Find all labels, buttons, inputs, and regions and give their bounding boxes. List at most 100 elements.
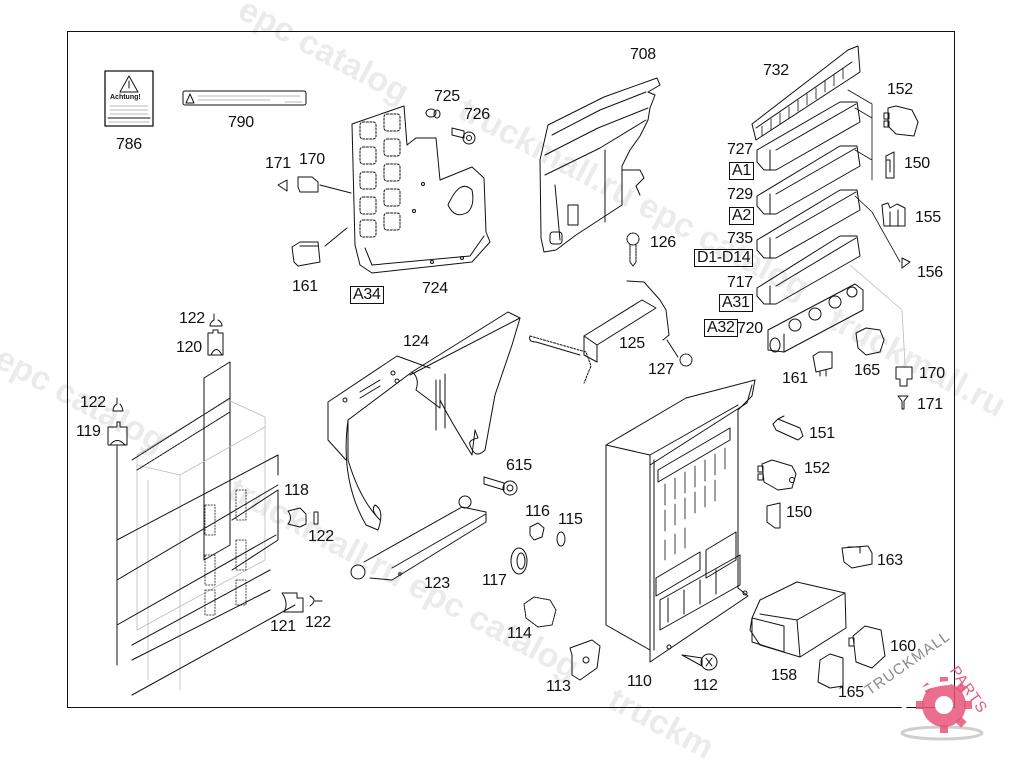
label-sticker-790 [182,90,307,106]
bracket-124 [327,311,521,531]
part-label: 125 [619,335,645,352]
part-label: 171 [265,155,291,172]
connector-170-b [895,366,913,387]
leader-lines-right [847,89,906,366]
position-code: A1 [729,162,754,180]
part-label: 727 [727,141,753,158]
screw-725 [425,108,441,119]
part-label: 158 [771,667,797,684]
part-label: 724 [422,280,448,297]
part-label: 725 [434,88,460,105]
part-label: 127 [648,361,674,378]
fuse-150-b [766,502,781,529]
part-label: 165 [838,684,864,701]
part-label: 121 [270,618,296,635]
diagram-frame [67,31,955,708]
position-code: D1-D14 [694,249,754,267]
warning-sticker-786 [104,70,154,127]
part-label: 729 [727,186,753,203]
part-label: 122 [179,310,205,327]
part-label: 170 [919,365,945,382]
bracket-724 [319,105,491,274]
part-label: 786 [116,136,142,153]
position-code: A31 [719,294,753,312]
truckmall-logo: TRUCKMALL PARTS [862,628,1024,750]
part-label: 161 [782,370,808,387]
part-label: 122 [80,394,106,411]
module-158 [749,581,847,658]
part-label: 163 [877,552,903,569]
relay-165-a [855,327,885,356]
housing-708 [539,77,661,253]
connector-strip-729 [756,145,861,215]
pin-171-b [897,395,909,410]
part-label: 165 [854,362,880,379]
screw-127 [666,339,693,367]
warning-heading: Achtung! [110,94,141,101]
part-label: 110 [627,673,652,690]
part-label: 708 [630,46,656,63]
fuse-panel-assembly [116,361,296,696]
bar-123 [350,495,487,581]
bracket-125 [529,280,670,384]
grommet-117 [510,547,528,575]
part-label: 732 [763,62,789,79]
part-label: 735 [727,230,753,247]
part-label: 155 [915,209,941,226]
connector-strip-717 [756,235,861,305]
screw-726 [451,127,476,145]
part-label: 120 [176,339,202,356]
part-label: 150 [904,155,930,172]
connector-170-171-a [277,176,319,193]
pin-156 [901,257,911,269]
part-label: 118 [284,482,309,499]
part-label: 170 [299,151,325,168]
part-label: 115 [558,511,583,528]
screw-615 [483,476,518,496]
part-label: 160 [890,638,916,655]
position-code: A32 [704,319,738,337]
nut-116 [529,522,545,541]
part-label: 720 [737,320,763,337]
position-code: A34 [350,286,384,304]
part-label: 117 [482,572,507,589]
washer-115 [556,531,566,547]
part-label: 116 [525,503,550,520]
relay-152-a [883,105,919,137]
relay-block-720 [767,283,864,353]
connector-120 [207,313,224,356]
connector-strip-732 [751,45,861,141]
part-label: 790 [228,114,254,131]
main-box-110 [605,379,756,663]
relay-160 [848,625,886,669]
part-label: 161 [292,278,318,295]
part-label: 152 [887,81,913,98]
connector-strip-727 [756,101,861,171]
connector-121 [281,592,323,613]
part-label: 726 [464,106,490,123]
clip-155 [881,202,906,227]
part-label: 124 [403,333,429,350]
fuse-puller-151 [772,415,804,441]
part-label: 717 [727,274,753,291]
relay-161-b [812,351,833,377]
relay-165-b [817,653,844,689]
screw-126 [626,232,640,267]
clip-114 [523,596,557,628]
connector-strip-735 [756,189,861,259]
part-label: 112 [693,677,718,694]
part-label: 152 [804,460,830,477]
part-label: 123 [424,575,450,592]
diagram-drawing [104,45,919,696]
part-label: 171 [917,396,943,413]
part-label: 126 [650,234,676,251]
gear-icon [898,677,984,741]
screw-112 [681,653,718,671]
relay-161-a [291,241,321,267]
part-label: 151 [809,425,835,442]
fuse-150-a [885,151,895,179]
connector-118 [287,507,319,528]
relay-163 [841,545,873,569]
position-code: A2 [729,207,754,225]
